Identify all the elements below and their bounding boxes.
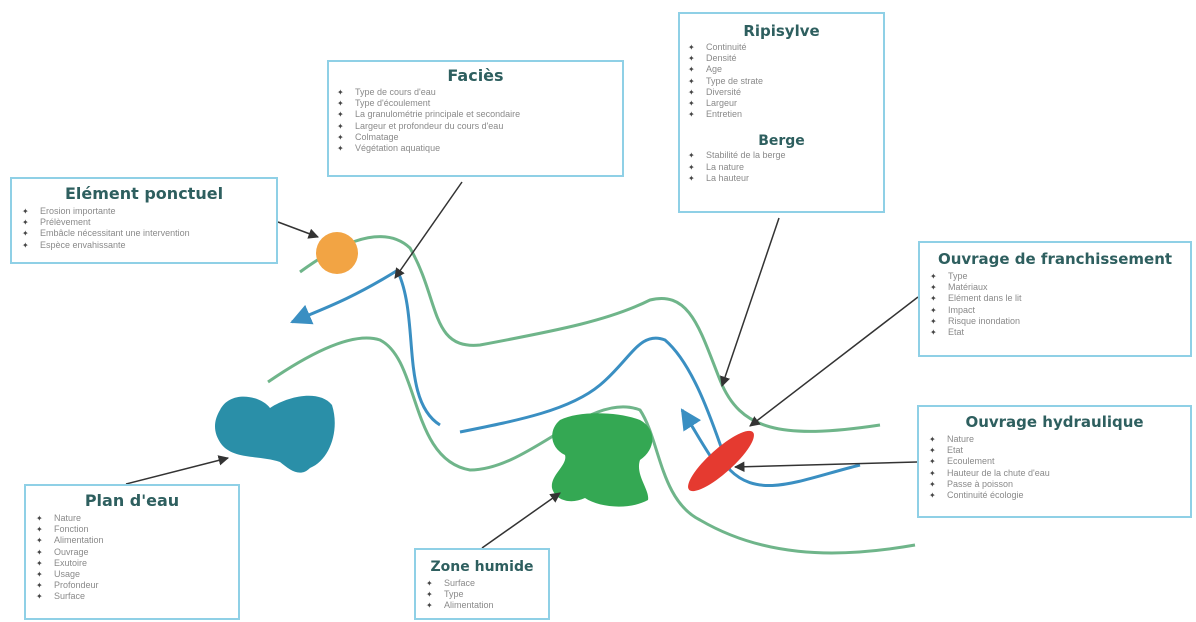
list-item: Elément dans le lit [926, 293, 1190, 304]
zone-humide-list: Surface Type Alimentation [416, 578, 548, 612]
flow-line-lower [459, 336, 861, 488]
list-item: Exutoire [32, 558, 238, 569]
arrow-ouvrage-hydraulique [733, 461, 918, 472]
list-item: Continuité écologie [925, 490, 1190, 501]
list-item: Risque inondation [926, 316, 1190, 327]
facies-list: Type de cours d'eau Type d'écoulement La… [329, 87, 622, 154]
zone-humide-box: Zone humide Surface Type Alimentation [414, 548, 550, 620]
list-item: Colmatage [333, 132, 622, 143]
list-item: Nature [32, 513, 238, 524]
upper-bank-line [299, 235, 881, 433]
list-item: Largeur et profondeur du cours d'eau [333, 121, 622, 132]
list-item: La granulométrie principale et secondair… [333, 109, 622, 120]
list-item: Type [422, 589, 548, 600]
element-ponctuel-box: Elément ponctuel Erosion importante Prél… [10, 177, 278, 264]
arrow-zone-humide [481, 492, 561, 549]
ouvrage-hydraulique-box: Ouvrage hydraulique Nature Etat Ecouleme… [917, 405, 1192, 518]
point-element-marker [316, 232, 358, 274]
list-item: Usage [32, 569, 238, 580]
list-item: Densité [684, 53, 883, 64]
list-item: Prélèvement [18, 217, 276, 228]
flow-line-upper [290, 268, 399, 325]
pond-shape [215, 395, 335, 473]
list-item: Continuité [684, 42, 883, 53]
ripisylve-title: Ripisylve [743, 22, 820, 40]
arrow-ripisylve [720, 217, 780, 387]
list-item: Etat [925, 445, 1190, 456]
list-item: Diversité [684, 87, 883, 98]
ripisylve-box: Ripisylve Continuité Densité Age Type de… [678, 12, 885, 213]
list-item: Embâcle nécessitant une intervention [18, 228, 276, 239]
list-item: Espèce envahissante [18, 240, 276, 251]
flow-line-middle [396, 271, 441, 427]
element-ponctuel-list: Erosion importante Prélèvement Embâcle n… [12, 206, 276, 251]
wetland-shape [551, 413, 653, 507]
berge-title: Berge [758, 133, 805, 150]
arrow-element-ponctuel [277, 221, 319, 239]
crossing-structure-marker [688, 430, 754, 492]
arrow-facies [394, 181, 463, 279]
list-item: Nature [925, 434, 1190, 445]
list-item: Surface [422, 578, 548, 589]
list-item: Matériaux [926, 282, 1190, 293]
list-item: Erosion importante [18, 206, 276, 217]
list-item: Hauteur de la chute d'eau [925, 468, 1190, 479]
zone-humide-title: Zone humide [430, 559, 534, 575]
ouvrage-franchissement-box: Ouvrage de franchissement Type Matériaux… [918, 241, 1192, 357]
list-item: Alimentation [422, 600, 548, 611]
list-item: La hauteur [684, 173, 883, 184]
element-ponctuel-title: Elément ponctuel [64, 184, 224, 203]
list-item: Passe à poisson [925, 479, 1190, 490]
list-item: Type [926, 271, 1190, 282]
ouvrage-franchissement-title: Ouvrage de franchissement [937, 250, 1173, 268]
list-item: Etat [926, 327, 1190, 338]
list-item: Entretien [684, 109, 883, 120]
plan-eau-box: Plan d'eau Nature Fonction Alimentation … [24, 484, 240, 620]
plan-eau-title: Plan d'eau [84, 491, 180, 510]
arrow-plan-eau [125, 455, 230, 485]
ouvrage-hydraulique-title: Ouvrage hydraulique [965, 413, 1144, 431]
list-item: Largeur [684, 98, 883, 109]
list-item: La nature [684, 162, 883, 173]
list-item: Ouvrage [32, 547, 238, 558]
list-item: Type d'écoulement [333, 98, 622, 109]
ouvrage-franchissement-list: Type Matériaux Elément dans le lit Impac… [920, 271, 1190, 338]
list-item: Profondeur [32, 580, 238, 591]
ouvrage-hydraulique-list: Nature Etat Ecoulement Hauteur de la chu… [919, 434, 1190, 501]
list-item: Alimentation [32, 535, 238, 546]
list-item: Fonction [32, 524, 238, 535]
arrow-ouvrage-franchissement [749, 296, 919, 427]
plan-eau-list: Nature Fonction Alimentation Ouvrage Exu… [26, 513, 238, 603]
berge-list: Stabilité de la berge La nature La haute… [680, 150, 883, 184]
facies-box: Faciès Type de cours d'eau Type d'écoule… [327, 60, 624, 177]
list-item: Stabilité de la berge [684, 150, 883, 161]
list-item: Impact [926, 305, 1190, 316]
ripisylve-list: Continuité Densité Age Type de strate Di… [680, 42, 883, 120]
list-item: Age [684, 64, 883, 75]
list-item: Végétation aquatique [333, 143, 622, 154]
list-item: Type de strate [684, 76, 883, 87]
facies-title: Faciès [447, 66, 504, 85]
list-item: Ecoulement [925, 456, 1190, 467]
list-item: Surface [32, 591, 238, 602]
list-item: Type de cours d'eau [333, 87, 622, 98]
